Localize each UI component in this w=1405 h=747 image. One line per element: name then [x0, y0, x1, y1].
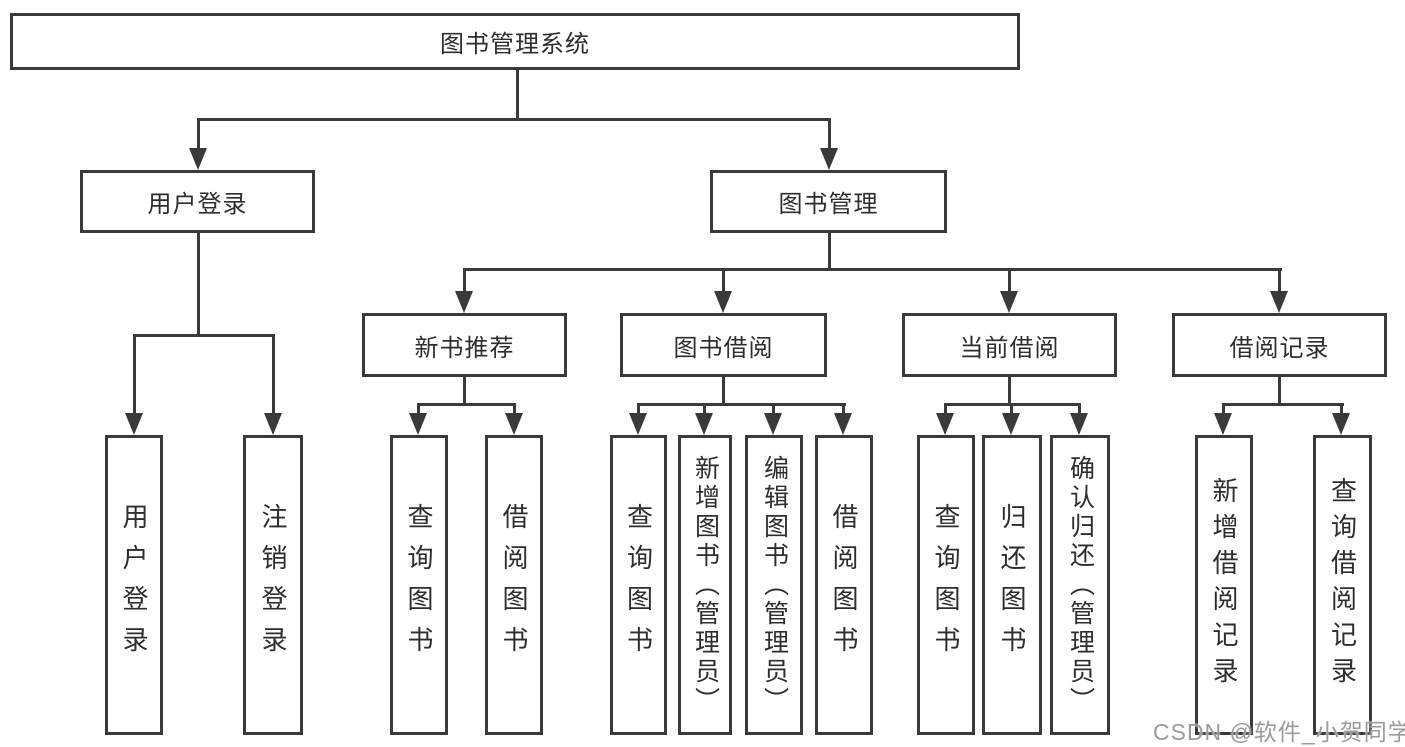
node-new-book-recommend: 新书推荐	[362, 313, 567, 377]
connector-vline	[1078, 403, 1081, 416]
leaf-user-login: 用户登录	[105, 435, 163, 735]
leaf-current-confirm-admin-label: 确认归还（管理员）	[1066, 454, 1095, 716]
arrow-down-icon	[1070, 413, 1088, 435]
watermark: CSDN @软件_小贺同学	[1153, 719, 1405, 745]
arrow-down-icon	[505, 413, 523, 435]
leaf-logout: 注销登录	[243, 435, 303, 735]
node-root-label: 图书管理系统	[440, 31, 590, 58]
leaf-borrow-edit-admin-label: 编辑图书（管理员）	[760, 454, 789, 716]
connector-hline	[463, 268, 1282, 271]
leaf-borrow-borrow: 借阅图书	[815, 435, 873, 735]
leaf-current-confirm-admin: 确认归还（管理员）	[1050, 435, 1110, 735]
leaf-borrow-query-label: 查询图书	[623, 503, 654, 667]
connector-vline	[197, 118, 200, 152]
leaf-borrow-borrow-label: 借阅图书	[829, 503, 859, 667]
arrow-down-icon	[834, 413, 852, 435]
connector-vline	[1278, 377, 1281, 406]
leaf-current-return-label: 归还图书	[997, 503, 1027, 667]
node-borrow-records-label: 借阅记录	[1229, 334, 1330, 362]
connector-vline	[1278, 268, 1281, 295]
connector-vline	[703, 403, 706, 416]
leaf-current-return: 归还图书	[982, 435, 1042, 735]
connector-vline	[133, 334, 136, 415]
node-borrow-records: 借阅记录	[1172, 313, 1387, 377]
connector-vline	[1008, 268, 1011, 295]
leaf-newbook-borrow-label: 借阅图书	[499, 503, 529, 667]
leaf-borrow-query: 查询图书	[610, 435, 667, 735]
arrow-down-icon	[264, 413, 282, 435]
connector-vline	[722, 268, 725, 295]
connector-vline	[772, 403, 775, 416]
arrow-down-icon	[714, 291, 732, 313]
arrow-down-icon	[1214, 413, 1232, 435]
arrow-down-icon	[1332, 413, 1350, 435]
connector-vline	[1222, 403, 1225, 416]
connector-vline	[1008, 377, 1011, 406]
connector-vline	[272, 334, 275, 415]
leaf-current-query-label: 查询图书	[931, 503, 961, 667]
arrow-down-icon	[1270, 291, 1288, 313]
arrow-down-icon	[1002, 413, 1020, 435]
arrow-down-icon	[820, 148, 838, 170]
leaf-borrow-add-admin: 新增图书（管理员）	[678, 435, 732, 735]
leaf-newbook-borrow: 借阅图书	[485, 435, 543, 735]
leaf-logout-label: 注销登录	[258, 503, 288, 667]
arrow-down-icon	[409, 413, 427, 435]
connector-vline	[197, 233, 200, 335]
node-current-borrow: 当前借阅	[902, 313, 1117, 377]
leaf-records-query: 查询借阅记录	[1313, 435, 1372, 735]
connector-vline	[463, 268, 466, 295]
arrow-down-icon	[695, 413, 713, 435]
node-book-borrow-label: 图书借阅	[673, 334, 774, 362]
leaf-newbook-query: 查询图书	[390, 435, 448, 735]
node-book-borrow: 图书借阅	[620, 313, 827, 377]
leaf-newbook-query-label: 查询图书	[404, 503, 434, 667]
connector-vline	[828, 118, 831, 152]
connector-vline	[463, 377, 466, 406]
connector-hline	[1222, 403, 1344, 406]
connector-vline	[637, 403, 640, 416]
arrow-down-icon	[764, 413, 782, 435]
connector-vline	[828, 233, 831, 271]
arrow-down-icon	[125, 413, 143, 435]
leaf-records-query-label: 查询借阅记录	[1327, 477, 1358, 693]
node-book-management: 图书管理	[710, 170, 947, 233]
node-user-login-label: 用户登录	[147, 191, 248, 218]
arrow-down-icon	[1000, 291, 1018, 313]
connector-vline	[513, 403, 516, 416]
leaf-borrow-add-admin-label: 新增图书（管理员）	[691, 454, 720, 716]
leaf-borrow-edit-admin: 编辑图书（管理员）	[745, 435, 803, 735]
leaf-records-add-label: 新增借阅记录	[1209, 477, 1239, 693]
leaf-records-add: 新增借阅记录	[1195, 435, 1253, 735]
connector-vline	[1010, 403, 1013, 416]
arrow-down-icon	[936, 413, 954, 435]
connector-hline	[133, 334, 275, 337]
connector-hline	[417, 403, 516, 406]
leaf-current-query: 查询图书	[917, 435, 975, 735]
connector-vline	[722, 377, 725, 406]
node-book-management-label: 图书管理	[778, 191, 879, 218]
connector-hline	[637, 403, 846, 406]
arrow-down-icon	[455, 291, 473, 313]
connector-vline	[1340, 403, 1343, 416]
arrow-down-icon	[189, 148, 207, 170]
node-new-book-recommend-label: 新书推荐	[414, 334, 515, 362]
node-user-login: 用户登录	[80, 170, 315, 233]
connector-vline	[842, 403, 845, 416]
connector-vline	[417, 403, 420, 416]
leaf-user-login-label: 用户登录	[119, 503, 149, 667]
connector-hline	[197, 118, 830, 121]
connector-vline	[516, 70, 519, 120]
node-current-borrow-label: 当前借阅	[959, 334, 1060, 362]
arrow-down-icon	[629, 413, 647, 435]
connector-vline	[944, 403, 947, 416]
node-root: 图书管理系统	[10, 13, 1020, 70]
